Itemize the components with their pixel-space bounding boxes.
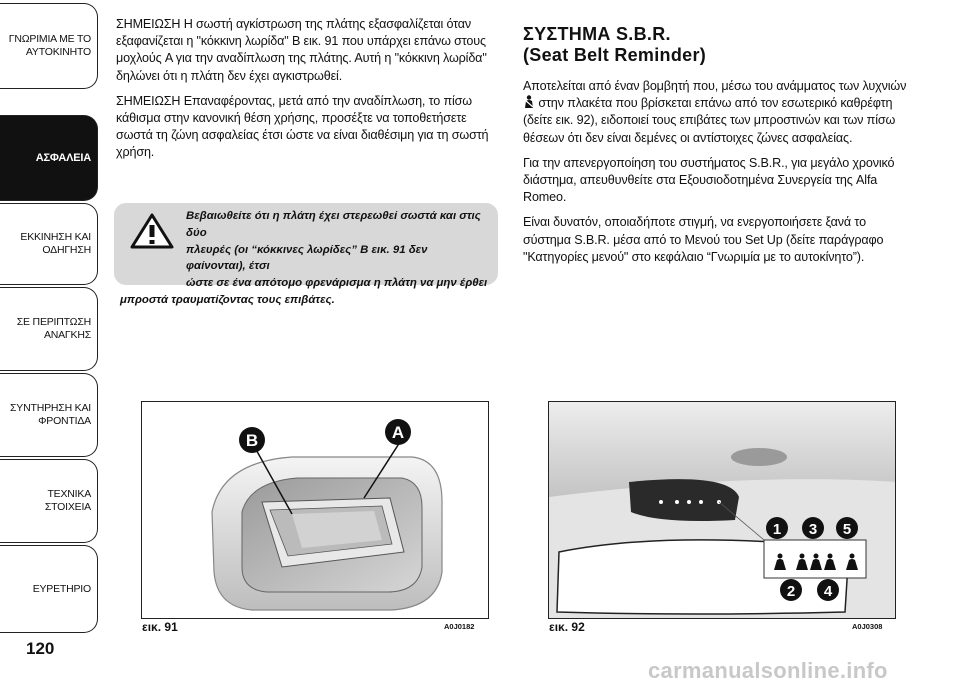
callout-2: 2 xyxy=(787,583,795,600)
warning-text: Βεβαιωθείτε ότι η πλάτη έχει στερεωθεί σ… xyxy=(120,210,488,306)
callout-5: 5 xyxy=(843,521,851,538)
tab-maintenance[interactable]: ΣΥΝΤΗΡΗΣΗ ΚΑΙ ΦΡΟΝΤΙΔΑ xyxy=(0,373,98,457)
callout-b: B xyxy=(246,431,258,450)
figure-91-caption: εικ. 91 xyxy=(142,620,178,634)
note-paragraph-1: ΣΗΜΕΙΩΣΗ Η σωστή αγκίστρωση της πλάτης ε… xyxy=(116,17,487,83)
tab-getting-to-know-car[interactable]: ΓΝΩΡΙΜΙΑ ΜΕ ΤΟ ΑΥΤΟΚΙΝΗΤΟ xyxy=(0,3,98,89)
figure-91: A B xyxy=(141,401,489,619)
chapter-tabs: ΓΝΩΡΙΜΙΑ ΜΕ ΤΟ ΑΥΤΟΚΙΝΗΤΟ ΑΣΦΑΛΕΙΑ ΕΚΚΙΝ… xyxy=(0,0,100,640)
section-title: ΣΥΣΤΗΜΑ S.B.R. (Seat Belt Reminder) xyxy=(523,24,707,65)
tab-safety[interactable]: ΑΣΦΑΛΕΙΑ xyxy=(0,115,98,201)
callout-1: 1 xyxy=(773,521,781,538)
figure-92: 1 3 5 2 4 xyxy=(548,401,896,619)
sbr-paragraph-1: Αποτελείται από έναν βομβητή που, μέσω τ… xyxy=(523,79,907,145)
figure-91-code: A0J0182 xyxy=(444,622,475,631)
warning-triangle-icon xyxy=(130,213,174,249)
sbr-paragraph-3: Είναι δυνατόν, οποιαδήποτε στιγμή, να εν… xyxy=(523,215,884,264)
callout-numbers: 1 3 5 2 4 xyxy=(766,517,858,601)
figure-92-caption: εικ. 92 xyxy=(549,620,585,634)
warning-box: Βεβαιωθείτε ότι η πλάτη έχει στερεωθεί σ… xyxy=(114,203,498,306)
callout-a: A xyxy=(392,423,404,442)
sbr-paragraph-2: Για την απενεργοποίηση του συστήματος S.… xyxy=(523,155,895,205)
figure-92-code: A0J0308 xyxy=(852,622,883,631)
callout-3: 3 xyxy=(809,521,817,538)
page-number: 120 xyxy=(26,639,55,658)
seatbelt-warning-icon xyxy=(524,95,534,109)
watermark: carmanualsonline.info xyxy=(648,658,888,683)
callout-icons xyxy=(774,553,858,570)
right-column: ΣΥΣΤΗΜΑ S.B.R. (Seat Belt Reminder) Αποτ… xyxy=(523,16,915,274)
note-paragraph-2: ΣΗΜΕΙΩΣΗ Επαναφέροντας, μετά από την ανα… xyxy=(116,93,489,160)
tab-index[interactable]: ΕΥΡΕΤΗΡΙΟ xyxy=(0,545,98,633)
tab-emergency[interactable]: ΣΕ ΠΕΡΙΠΤΩΣΗ ΑΝΑΓΚΗΣ xyxy=(0,287,98,371)
seat-lever-illustration: A B xyxy=(211,419,443,611)
tab-starting-driving[interactable]: ΕΚΚΙΝΗΣΗ ΚΑΙ ΟΔΗΓΗΣΗ xyxy=(0,203,98,285)
left-column: ΣΗΜΕΙΩΣΗ Η σωστή αγκίστρωση της πλάτης ε… xyxy=(116,16,496,170)
tab-technical-data[interactable]: ΤΕΧΝΙΚΑ ΣΤΟΙΧΕΙΑ xyxy=(0,459,98,543)
callout-4: 4 xyxy=(824,583,833,600)
sbr-panel-illustration: 1 3 5 2 4 xyxy=(549,402,895,618)
